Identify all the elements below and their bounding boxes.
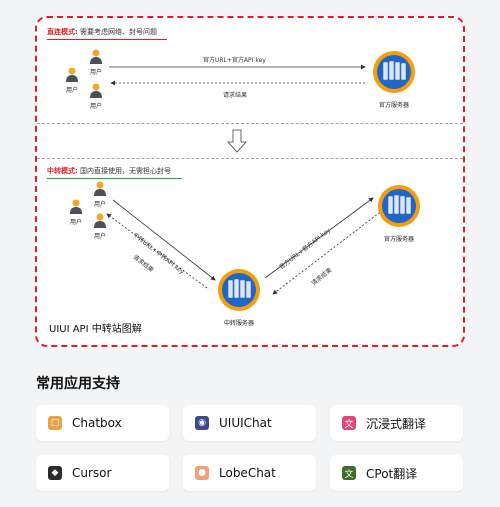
relay-right-request-arrow: [264, 197, 374, 279]
user-icon: [90, 83, 102, 98]
lobechat-icon: ●: [195, 466, 209, 480]
chatbox-icon: ▢: [48, 416, 62, 430]
cpot-translate-icon: 文: [342, 466, 356, 480]
server-icon: [378, 185, 420, 227]
official-server: 官方服务器: [364, 50, 424, 109]
direct-underline: [47, 39, 167, 40]
app-name: LobeChat: [219, 466, 276, 480]
divider: [37, 123, 463, 124]
diagram-caption: UIUI API 中转站图解: [49, 324, 142, 335]
app-name: Chatbox: [72, 416, 122, 430]
user-icon: [94, 213, 106, 228]
relay-left-request-arrow: [112, 199, 216, 281]
user-figure: 用户: [89, 180, 111, 208]
server-icon: [373, 51, 415, 93]
app-card-chatbox[interactable]: ▢ Chatbox: [36, 405, 169, 441]
app-card-cpot-translate[interactable]: 文 CPot翻译: [330, 455, 463, 491]
relay-diagram: 直连模式: 需要考虑网络、封号问题 用户 用户 用户 官方URL+官方API k…: [35, 16, 465, 347]
user-figure: 用户: [89, 212, 111, 240]
app-name: UIUIChat: [219, 416, 272, 430]
direct-request-label: 官方URL+官方API key: [203, 57, 266, 64]
app-name: Cursor: [72, 466, 112, 480]
relay-underline: [47, 178, 182, 179]
app-card-immersive-translate[interactable]: 文 沉浸式翻译: [330, 405, 463, 441]
relay-mode-label: 中转模式: 国内直接使用，无需担心封号: [47, 167, 172, 175]
direct-mode-label: 直连模式: 需要考虑网络、封号问题: [47, 28, 158, 36]
app-card-uiuichat[interactable]: ◉ UIUIChat: [183, 405, 316, 441]
user-figure: 用户: [61, 66, 83, 94]
divider: [37, 158, 463, 159]
user-icon: [66, 67, 78, 82]
user-figure: 用户: [85, 82, 107, 110]
user-figure: 用户: [65, 198, 87, 226]
app-card-lobechat[interactable]: ● LobeChat: [183, 455, 316, 491]
app-card-cursor[interactable]: ◆ Cursor: [36, 455, 169, 491]
immersive-translate-icon: 文: [342, 416, 356, 430]
user-icon: [90, 49, 102, 64]
server-icon: [218, 269, 260, 311]
uiuichat-icon: ◉: [195, 416, 209, 430]
app-name: 沉浸式翻译: [366, 416, 427, 431]
direct-response-label: 请求结果: [223, 92, 248, 99]
user-icon: [94, 181, 106, 196]
cursor-icon: ◆: [48, 466, 62, 480]
down-arrow-icon: [227, 129, 247, 153]
diagram-arrows: [106, 64, 384, 295]
user-figure: 用户: [85, 48, 107, 76]
relay-server: 中转服务器: [209, 268, 269, 327]
relay-right-response-arrow: [272, 209, 384, 295]
official-server: 官方服务器: [369, 184, 429, 243]
relay-left-response-arrow: [106, 213, 208, 289]
section-title: 常用应用支持: [36, 376, 120, 392]
app-name: CPot翻译: [366, 466, 418, 481]
user-icon: [70, 199, 82, 214]
